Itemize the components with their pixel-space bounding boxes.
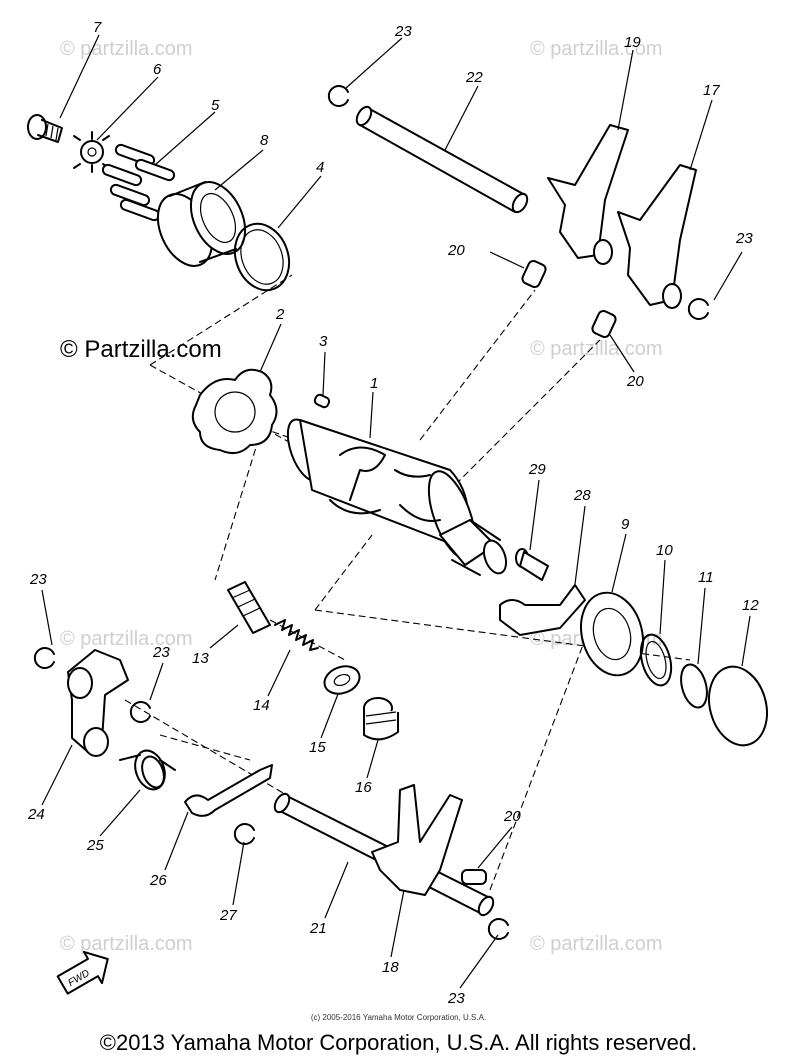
plunger-part-13 — [227, 581, 271, 634]
torsion-spring-part-25 — [119, 749, 176, 791]
watermark-text: © partzilla.com — [530, 933, 663, 955]
shift-drum-part-1 — [286, 418, 508, 576]
shift-fork-part-17 — [617, 164, 697, 309]
callout-5: 5 — [211, 97, 220, 114]
screw-part-29 — [515, 548, 549, 581]
callout-28: 28 — [573, 487, 591, 504]
callout-23: 23 — [394, 23, 412, 40]
callout-10: 10 — [656, 542, 673, 559]
shift-fork-part-19 — [547, 124, 629, 265]
callout-11: 11 — [698, 569, 714, 586]
plate-part-26 — [184, 764, 273, 817]
callout-20: 20 — [626, 373, 644, 390]
callout-23: 23 — [29, 571, 47, 588]
circlip-part-11 — [680, 663, 708, 709]
bearing-part-9 — [580, 591, 644, 677]
callout-20: 20 — [503, 808, 521, 825]
guide-pin-part-20-upper — [521, 259, 617, 339]
callout-17: 17 — [703, 82, 720, 99]
bolt-part-16 — [363, 697, 399, 741]
callout-23: 23 — [735, 230, 753, 247]
callout-7: 7 — [93, 19, 102, 36]
watermark-main: © Partzilla.com — [60, 336, 222, 363]
lever-part-24 — [67, 649, 129, 757]
leader-lines — [41, 34, 751, 989]
callout-9: 9 — [621, 516, 630, 533]
watermark-text: © partzilla.com — [60, 38, 193, 60]
callout-29: 29 — [528, 461, 546, 478]
small-copyright: (c) 2005-2016 Yamaha Motor Corporation, … — [310, 1013, 487, 1022]
dowel-pin-part-3 — [313, 393, 331, 409]
stopper-part-28 — [499, 584, 586, 636]
callout-3: 3 — [319, 333, 328, 350]
callout-23: 23 — [447, 990, 465, 1007]
guide-pin-part-20-lower — [461, 869, 487, 885]
callout-12: 12 — [742, 597, 759, 614]
callout-26: 26 — [149, 872, 167, 889]
callout-19: 19 — [624, 34, 641, 51]
callout-4: 4 — [316, 159, 324, 176]
screw-part-7 — [27, 114, 63, 143]
watermark-text: © partzilla.com — [60, 933, 193, 955]
pins-part-5 — [101, 143, 176, 222]
watermark-layer: © partzilla.com © partzilla.com © partzi… — [60, 38, 663, 955]
watermark-text: © partzilla.com — [530, 38, 663, 60]
callout-25: 25 — [86, 837, 104, 854]
callout-21: 21 — [309, 920, 327, 937]
washer-part-10 — [639, 633, 673, 687]
footer-copyright: ©2013 Yamaha Motor Corporation, U.S.A. A… — [99, 1030, 698, 1055]
callout-2: 2 — [275, 306, 285, 323]
callout-8: 8 — [260, 132, 269, 149]
callout-18: 18 — [382, 959, 399, 976]
callout-14: 14 — [253, 697, 270, 714]
segment-plate-part-2 — [191, 368, 278, 455]
washer-part-15 — [323, 665, 361, 695]
callout-16: 16 — [355, 779, 372, 796]
circlip-part-4 — [233, 222, 291, 292]
callout-23: 23 — [152, 644, 170, 661]
callout-20: 20 — [447, 242, 465, 259]
callout-22: 22 — [465, 69, 483, 86]
callout-15: 15 — [309, 739, 326, 756]
callout-1: 1 — [370, 375, 378, 392]
bearing-part-8 — [156, 181, 247, 267]
callout-24: 24 — [27, 806, 45, 823]
watermark-text: © partzilla.com — [60, 628, 193, 650]
clip-part-23 — [33, 85, 709, 940]
spring-part-14 — [274, 619, 319, 651]
callout-6: 6 — [153, 61, 162, 78]
callout-13: 13 — [192, 650, 209, 667]
callout-labels: 7 6 5 8 4 23 22 19 17 23 20 20 2 3 1 29 … — [27, 19, 759, 1007]
callout-27: 27 — [219, 907, 237, 924]
shaft-part-22 — [355, 105, 529, 214]
watermark-text: © partzilla.com — [530, 338, 663, 360]
shift-fork-part-18 — [371, 784, 463, 896]
cap-part-12 — [708, 665, 768, 747]
fwd-arrow-icon: FWD — [56, 950, 109, 995]
